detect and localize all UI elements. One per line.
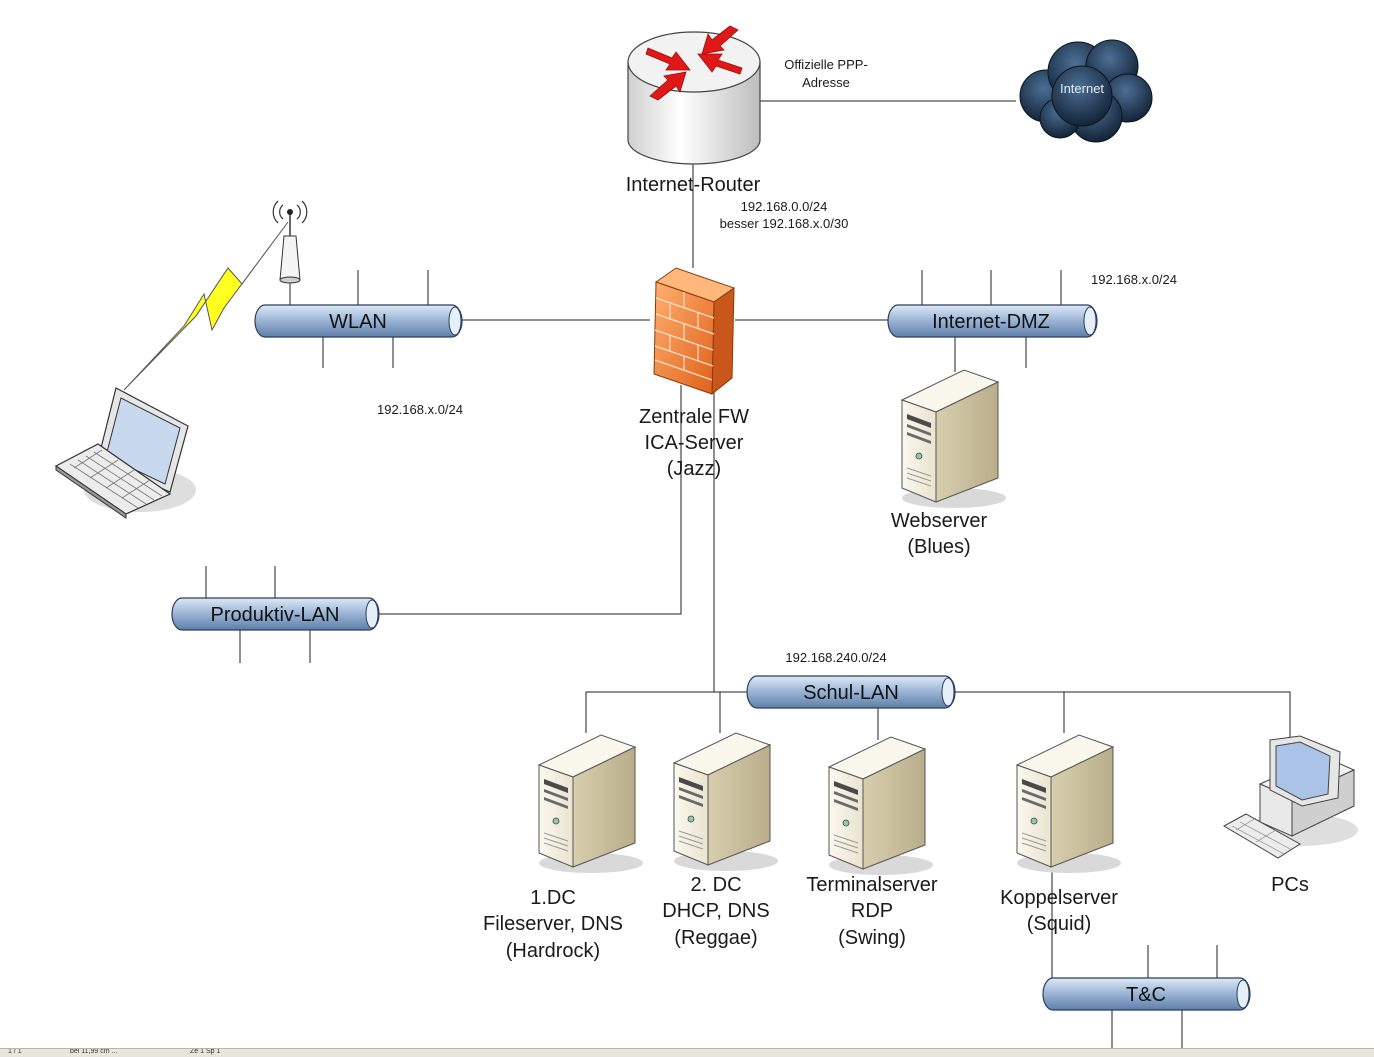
laptop-icon — [54, 387, 196, 519]
firewall-label-line3: (Jazz) — [667, 458, 721, 480]
statusbar-right: Ze 1 Sp 1 — [190, 1048, 221, 1055]
pcs-label: PCs — [1271, 874, 1309, 896]
svg-text:Schul-LAN: Schul-LAN — [803, 682, 899, 704]
router-note-line1: Offizielle PPP- — [784, 57, 868, 72]
segment-wlan: WLAN — [254, 304, 463, 338]
svg-text:Produktiv-LAN: Produktiv-LAN — [211, 604, 340, 626]
firewall-label-line2: ICA-Server — [645, 432, 744, 454]
segment-tc: T&C — [1042, 977, 1251, 1011]
router-label: Internet-Router — [626, 174, 761, 196]
svg-text:T&C: T&C — [1126, 984, 1166, 1006]
dc2-label-line2: DHCP, DNS — [662, 900, 769, 922]
dc2-label-line3: (Reggae) — [674, 927, 757, 949]
router-note-line2: Adresse — [802, 75, 850, 90]
connection-lines — [205, 100, 1291, 1048]
terminal-label-line3: (Swing) — [838, 927, 906, 949]
internet-label: Internet — [1060, 81, 1104, 96]
koppel-label-line2: (Squid) — [1027, 913, 1091, 935]
dc2-server-icon — [673, 732, 779, 872]
terminalserver-icon — [828, 736, 934, 876]
status-bar: 1 / 1 bei 11,99 cm ... Ze 1 Sp 1 — [0, 1048, 1374, 1057]
firewall-subnet-line1: 192.168.0.0/24 — [741, 199, 828, 214]
internet-cloud-icon — [1019, 39, 1153, 143]
svg-text:WLAN: WLAN — [329, 311, 387, 333]
webserver-label-line2: (Blues) — [907, 536, 970, 558]
dmz-subnet: 192.168.x.0/24 — [1091, 272, 1177, 287]
terminal-label-line2: RDP — [851, 900, 893, 922]
dc1-label-line3: (Hardrock) — [506, 940, 600, 962]
koppelserver-icon — [1016, 734, 1122, 874]
webserver-icon — [901, 369, 1007, 509]
firewall-icon — [653, 267, 736, 396]
segment-internet-dmz: Internet-DMZ — [887, 304, 1098, 338]
statusbar-left: 1 / 1 — [8, 1048, 22, 1055]
webserver-label-line1: Webserver — [891, 510, 988, 532]
dc1-server-icon — [538, 734, 644, 874]
segment-schul-lan: Schul-LAN — [746, 675, 956, 709]
dc1-label-line2: Fileserver, DNS — [483, 913, 623, 935]
firewall-subnet-line2: besser 192.168.x.0/30 — [720, 216, 849, 231]
firewall-label-line1: Zentrale FW — [639, 406, 749, 428]
antenna-icon — [272, 200, 308, 284]
terminal-label-line1: Terminalserver — [806, 874, 937, 896]
lightning-icon — [123, 221, 289, 391]
schul-lan-subnet: 192.168.240.0/24 — [785, 650, 886, 665]
statusbar-middle: bei 11,99 cm ... — [70, 1048, 118, 1055]
dc1-label-line1: 1.DC — [530, 887, 576, 909]
svg-text:Internet-DMZ: Internet-DMZ — [932, 311, 1050, 333]
wlan-subnet: 192.168.x.0/24 — [377, 402, 463, 417]
dc2-label-line1: 2. DC — [690, 874, 741, 896]
pc-icon — [1222, 735, 1358, 859]
koppel-label-line1: Koppelserver — [1000, 887, 1118, 909]
router-icon — [627, 25, 761, 165]
segment-produktiv-lan: Produktiv-LAN — [171, 597, 380, 631]
